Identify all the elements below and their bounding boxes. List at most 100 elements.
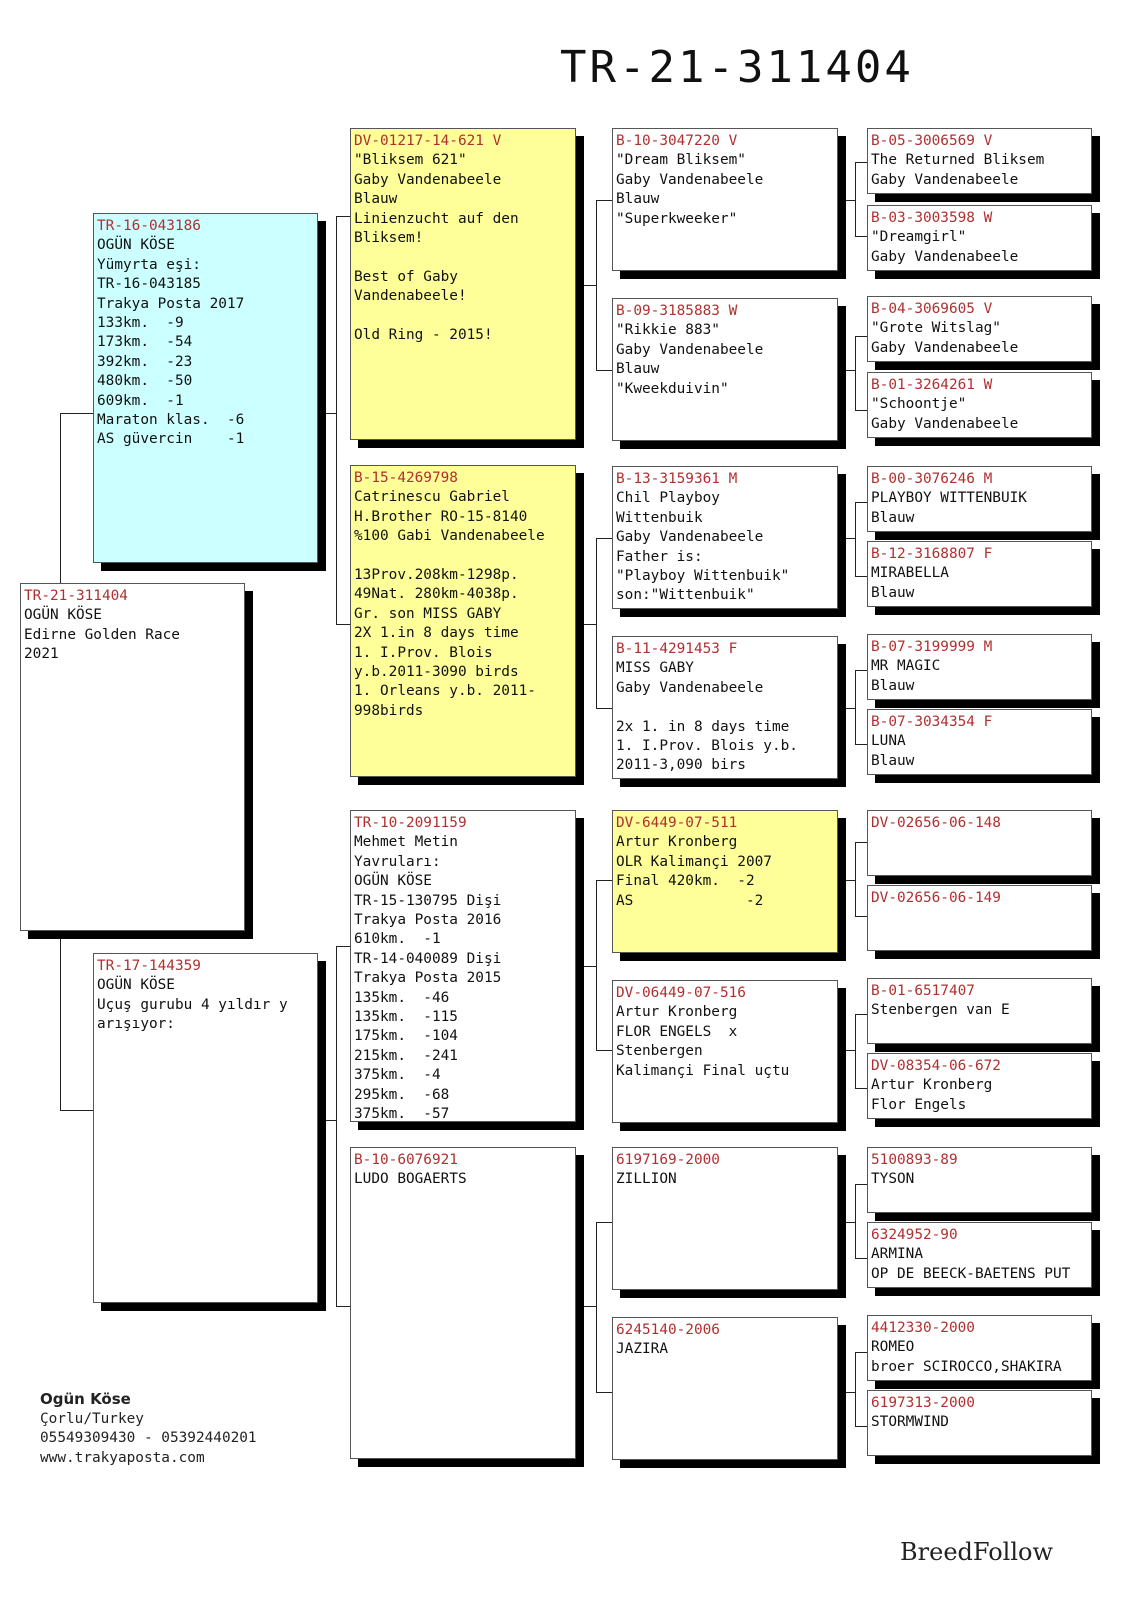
info-line: [354, 307, 572, 326]
info-line: Kalimançi Final uçtu: [616, 1062, 790, 1079]
info-line: "Dreamgirl": [871, 229, 967, 246]
info-line: Wittenbuik: [616, 509, 703, 526]
info-line: Edirne Golden Race: [24, 626, 180, 643]
owner-phones: 05549309430 - 05392440201: [40, 1430, 257, 1447]
info-line: Gaby Vandenabeele: [616, 171, 764, 188]
ring-number: DV-06449-07-516: [616, 985, 746, 1001]
ring-number: DV-08354-06-672: [871, 1058, 1001, 1074]
info-line: AS güvercin -1: [97, 431, 245, 448]
info-line: 1. Orleans y.b. 2011-: [354, 683, 536, 700]
contact-block: Ogün Köse Çorlu/Turkey 05549309430 - 053…: [40, 1390, 257, 1468]
info-line: The Returned Bliksem: [871, 152, 1045, 169]
info-line: 375km. -4: [354, 1067, 441, 1084]
owner-name: Ogün Köse: [40, 1390, 131, 1408]
info-line: "Schoontje": [871, 396, 967, 413]
info-line: Gaby Vandenabeele: [871, 339, 1019, 356]
info-line: 375km. -57: [354, 1106, 450, 1122]
info-line: 135km. -115: [354, 1009, 458, 1026]
info-line: "Playboy Wittenbuik": [616, 568, 790, 585]
info-line: MIRABELLA: [871, 565, 949, 582]
page-title: TR-21-311404: [560, 42, 914, 93]
info-line: TR-14-040089 Dişi: [354, 950, 502, 967]
info-line: %100 Gabi Vandenabeele: [354, 528, 545, 545]
brand-logo: BreedFollow: [900, 1538, 1054, 1566]
info-line: OLR Kalimançi 2007: [616, 853, 772, 870]
info-line: 173km. -54: [97, 334, 193, 351]
pedigree-box-gg3: B-04-3069605 V"Grote Witslag"Gaby Vanden…: [867, 296, 1092, 362]
info-line: "Superkweeker": [616, 210, 738, 227]
info-line: Old Ring - 2015!: [354, 327, 493, 344]
pedigree-box-sire-sire-dam: B-09-3185883 W"Rikkie 883"Gaby Vandenabe…: [612, 298, 838, 441]
ring-number: B-09-3185883 W: [616, 303, 738, 319]
ring-number: B-01-6517407: [871, 983, 975, 999]
pedigree-box-gg2: B-03-3003598 W"Dreamgirl"Gaby Vandenabee…: [867, 205, 1092, 271]
ring-number: 4412330-2000: [871, 1320, 975, 1336]
info-line: 295km. -68: [354, 1086, 450, 1103]
info-line: ROMEO: [871, 1339, 915, 1356]
ring-number: 6324952-90: [871, 1227, 958, 1243]
info-line: Stenbergen: [616, 1043, 703, 1060]
info-line: Linienzucht auf den: [354, 210, 519, 227]
ring-number: B-07-3199999 M: [871, 639, 993, 655]
ring-number: 6197313-2000: [871, 1395, 975, 1411]
info-line: Gaby Vandenabeele: [616, 529, 764, 546]
info-line: JAZIRA: [616, 1341, 668, 1358]
info-line: MISS GABY: [616, 660, 694, 677]
ring-number: DV-02656-06-148: [871, 815, 1001, 831]
info-line: Gaby Vandenabeele: [871, 171, 1019, 188]
info-line: TR-16-043185: [97, 276, 201, 293]
pedigree-box-sire-sire-sire: B-10-3047220 V"Dream Bliksem"Gaby Vanden…: [612, 128, 838, 271]
info-line: Trakya Posta 2017: [97, 295, 245, 312]
info-line: OGÜN KÖSE: [24, 607, 102, 624]
ring-number: B-04-3069605 V: [871, 301, 993, 317]
info-line: "Rikkie 883": [616, 322, 720, 339]
ring-number: DV-6449-07-511: [616, 815, 738, 831]
info-line: [616, 698, 834, 717]
info-line: [354, 248, 572, 267]
ring-number: TR-10-2091159: [354, 815, 467, 831]
info-line: 2011-3,090 birs: [616, 757, 746, 774]
info-line: Gaby Vandenabeele: [871, 248, 1019, 265]
pedigree-box-gg4: B-01-3264261 W"Schoontje"Gaby Vandenabee…: [867, 372, 1092, 438]
info-line: Mehmet Metin: [354, 834, 458, 851]
ring-number: B-10-3047220 V: [616, 133, 738, 149]
info-line: Gaby Vandenabeele: [354, 171, 502, 188]
ring-number: TR-21-311404: [24, 588, 128, 604]
info-line: Catrinescu Gabriel: [354, 489, 510, 506]
info-line: Yavruları:: [354, 853, 441, 870]
info-line: Gaby Vandenabeele: [616, 679, 764, 696]
info-line: Artur Kronberg: [871, 1077, 993, 1094]
info-line: Trakya Posta 2016: [354, 912, 502, 929]
info-line: LUDO BOGAERTS: [354, 1171, 467, 1188]
info-line: Vandenabeele!: [354, 288, 467, 305]
info-line: LUNA: [871, 733, 906, 750]
info-line: OGÜN KÖSE: [354, 873, 432, 890]
ring-number: B-00-3076246 M: [871, 471, 993, 487]
info-line: Stenbergen van E: [871, 1002, 1010, 1019]
info-line: STORMWIND: [871, 1414, 949, 1431]
info-line: Blauw: [871, 584, 915, 601]
info-line: ZILLION: [616, 1171, 677, 1188]
info-line: son:"Wittenbuik": [616, 587, 755, 604]
info-line: 13Prov.208km-1298p.: [354, 567, 519, 584]
info-line: Blauw: [871, 752, 915, 769]
info-line: AS -2: [616, 892, 764, 909]
ring-number: B-15-4269798: [354, 470, 458, 486]
ring-number: 5100893-89: [871, 1152, 958, 1168]
owner-city: Çorlu/Turkey: [40, 1410, 144, 1427]
info-line: [354, 547, 572, 566]
info-line: Blauw: [871, 677, 915, 694]
owner-website[interactable]: www.trakyaposta.com: [40, 1449, 205, 1466]
info-line: y.b.2011-3090 birds: [354, 664, 519, 681]
info-line: 133km. -9: [97, 315, 184, 332]
